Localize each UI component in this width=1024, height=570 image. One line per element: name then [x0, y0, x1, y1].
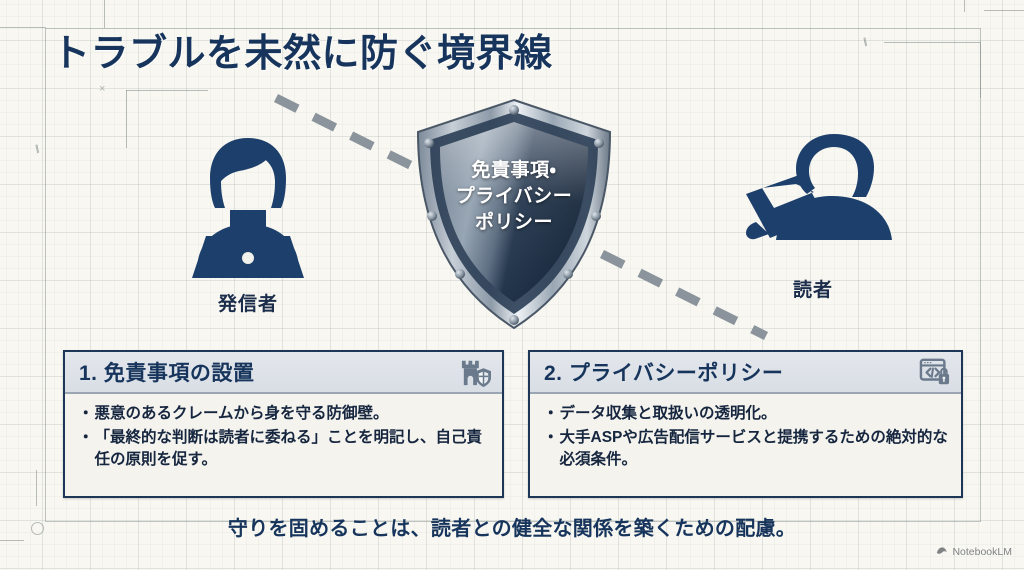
notebooklm-watermark: NotebookLM: [936, 546, 1012, 558]
list-item: ・ 「最終的な判断は読者に委ねる」ことを明記し、自己責任の原則を促す。: [78, 427, 490, 471]
person-with-tablet-icon: [746, 134, 892, 240]
shield-emblem: 免責事項・ プライバシー ポリシー: [404, 96, 624, 334]
connector-sender-to-shield: [273, 93, 423, 175]
inner-mark-v-left: [126, 90, 127, 148]
figure-sender: 発信者: [168, 132, 328, 316]
bullet-marker: ・: [78, 429, 94, 446]
notebooklm-logo-icon: [937, 547, 948, 554]
x-mark-top-left: ×: [99, 83, 106, 95]
castle-shield-icon: [461, 360, 491, 387]
card-disclaimer-body: ・ 悪意のあるクレームから身を守る防御壁。 ・ 「最終的な判断は読者に委ねる」こ…: [65, 394, 502, 471]
figure-reader-label: 読者: [792, 280, 833, 301]
registration-mark-bottom-left: [0, 540, 24, 541]
woman-with-laptop-icon: [192, 138, 304, 278]
bullet-text: データ収集と取扱いの透明化。: [559, 405, 777, 422]
bullet-text: 大手ASPや広告配信サービスと提携するための絶対的な必須条件。: [559, 429, 948, 468]
inner-mark-h-right: [884, 42, 980, 43]
dimension-line-bottom-left: [36, 470, 37, 506]
inner-mark-h-left: [126, 90, 208, 91]
registration-mark-top-left-h: [0, 27, 46, 28]
figure-sender-label: 発信者: [217, 294, 278, 315]
registration-mark-top-right-h: [984, 10, 1024, 11]
page-title: トラブルを未然に防ぐ境界線: [52, 33, 553, 75]
registration-mark-top-left-v: [104, 0, 105, 28]
browser-lock-icon: [919, 358, 950, 385]
card-privacy-policy-title: 2. プライバシーポリシー: [544, 362, 784, 385]
dimension-circle-bottom-left: [31, 522, 44, 535]
hatch-mark-left: //: [33, 144, 41, 156]
card-disclaimer-title: 1. 免責事項の設置: [79, 362, 255, 385]
card-privacy-policy-header: 2. プライバシーポリシー: [530, 352, 961, 394]
footer-message: 守りを固めることは、読者との健全な関係を築くための配慮。: [227, 518, 797, 540]
inner-mark-v-right: [980, 42, 981, 98]
card-disclaimer: 1. 免責事項の設置 ・ 悪意のあるクレームから身を守る防御壁。 ・ 「最終的な…: [63, 350, 504, 498]
bullet-marker: ・: [543, 405, 559, 422]
card-privacy-policy-body: ・ データ収集と取扱いの透明化。 ・ 大手ASPや広告配信サービスと提携するため…: [530, 394, 961, 471]
list-item: ・ 大手ASPや広告配信サービスと提携するための絶対的な必須条件。: [543, 427, 949, 471]
registration-mark-top-right-v: [964, 0, 965, 12]
notebooklm-watermark-label: NotebookLM: [952, 546, 1012, 558]
hatch-mark-right: //: [861, 37, 869, 49]
bullet-text: 悪意のあるクレームから身を守る防御壁。: [94, 405, 389, 422]
card-disclaimer-header: 1. 免責事項の設置: [65, 352, 502, 394]
bullet-text: 「最終的な判断は読者に委ねる」ことを明記し、自己責任の原則を促す。: [94, 429, 483, 468]
list-item: ・ データ収集と取扱いの透明化。: [543, 403, 949, 425]
shield-icon: [416, 98, 612, 330]
card-privacy-policy: 2. プライバシーポリシー ・ データ収集と取扱いの透明化。 ・ 大手ASPや広…: [528, 350, 963, 498]
figure-reader: 読者: [728, 128, 898, 302]
connector-shield-to-reader: [599, 249, 769, 341]
bullet-marker: ・: [78, 405, 94, 422]
list-item: ・ 悪意のあるクレームから身を守る防御壁。: [78, 403, 490, 425]
bullet-marker: ・: [543, 429, 559, 446]
